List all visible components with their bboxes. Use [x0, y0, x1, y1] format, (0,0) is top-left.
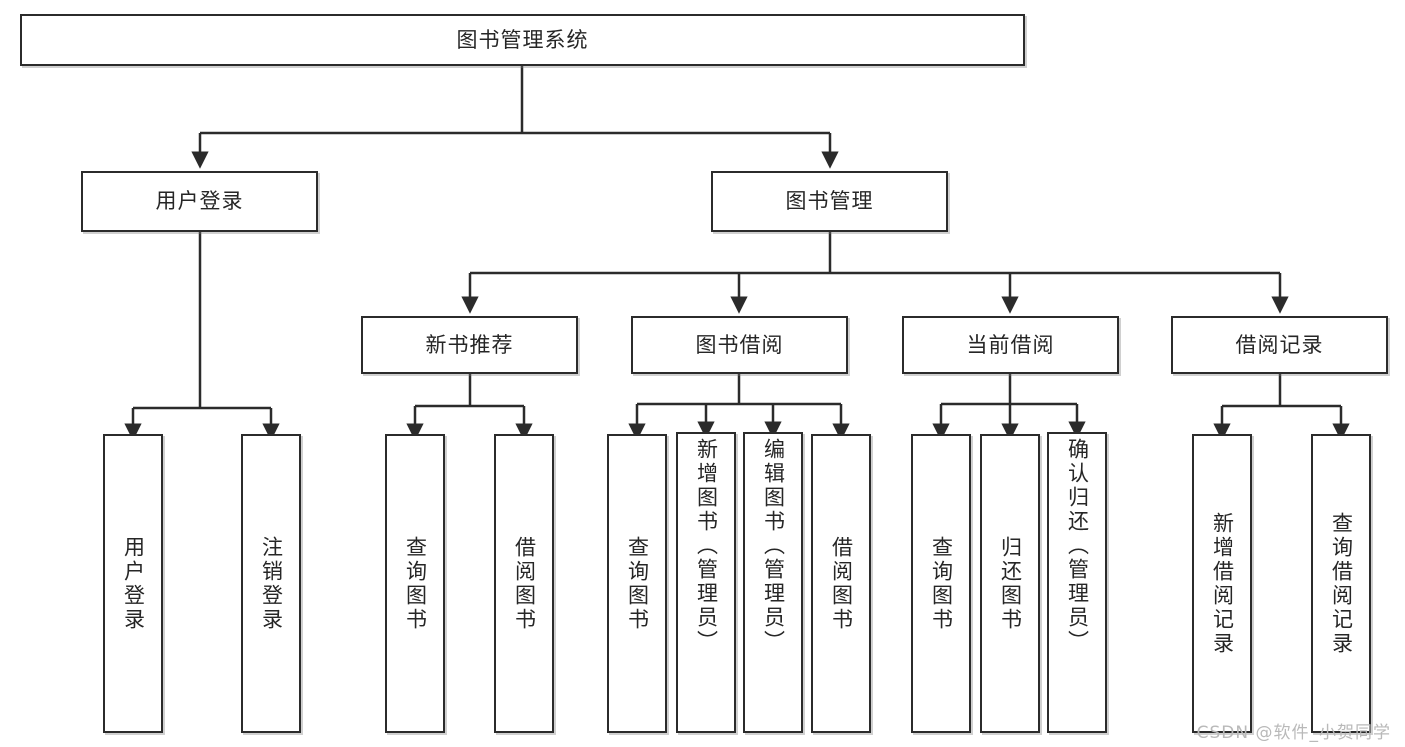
leaf-add-borrow-record-label: 新增借阅记录	[1210, 511, 1235, 656]
node-current-borrow[interactable]: 当前借阅	[902, 316, 1119, 374]
node-book-borrow[interactable]: 图书借阅	[631, 316, 848, 374]
node-user-login[interactable]: 用户登录	[81, 171, 318, 232]
node-root-label: 图书管理系统	[456, 27, 589, 52]
leaf-add-book-label: 新增图书（管理员）	[694, 438, 719, 654]
leaf-return-book[interactable]: 归还图书	[980, 434, 1040, 733]
node-new-book-recommend-label: 新书推荐	[425, 332, 514, 357]
node-book-manage-label: 图书管理	[785, 189, 874, 214]
leaf-edit-book[interactable]: 编辑图书（管理员）	[743, 432, 803, 733]
leaf-user-login-label: 用户登录	[121, 535, 146, 632]
node-book-manage[interactable]: 图书管理	[711, 171, 948, 232]
node-user-login-label: 用户登录	[155, 189, 244, 214]
leaf-logout-login[interactable]: 注销登录	[241, 434, 301, 733]
node-root[interactable]: 图书管理系统	[20, 14, 1025, 66]
leaf-query-book-borrow-label: 查询图书	[625, 535, 650, 632]
leaf-query-book-borrow[interactable]: 查询图书	[607, 434, 667, 733]
node-borrow-record-label: 借阅记录	[1235, 332, 1324, 357]
leaf-query-book-recommend-label: 查询图书	[403, 535, 428, 632]
leaf-query-borrow-record[interactable]: 查询借阅记录	[1311, 434, 1371, 733]
leaf-query-book-current[interactable]: 查询图书	[911, 434, 971, 733]
leaf-query-book-current-label: 查询图书	[929, 535, 954, 632]
leaf-return-book-label: 归还图书	[998, 535, 1023, 632]
leaf-edit-book-label: 编辑图书（管理员）	[761, 438, 786, 654]
leaf-user-login[interactable]: 用户登录	[103, 434, 163, 733]
node-borrow-record[interactable]: 借阅记录	[1171, 316, 1388, 374]
leaf-add-book[interactable]: 新增图书（管理员）	[676, 432, 736, 733]
csdn-watermark: CSDN @软件_小贺同学	[1196, 723, 1391, 743]
leaf-borrow-book[interactable]: 借阅图书	[811, 434, 871, 733]
leaf-logout-login-label: 注销登录	[259, 535, 284, 632]
leaf-borrow-book-label: 借阅图书	[829, 535, 854, 632]
leaf-borrow-book-recommend[interactable]: 借阅图书	[494, 434, 554, 733]
node-new-book-recommend[interactable]: 新书推荐	[361, 316, 578, 374]
leaf-confirm-return-label: 确认归还（管理员）	[1065, 438, 1090, 654]
node-book-borrow-label: 图书借阅	[695, 332, 784, 357]
leaf-confirm-return[interactable]: 确认归还（管理员）	[1047, 432, 1107, 733]
node-current-borrow-label: 当前借阅	[966, 332, 1055, 357]
leaf-query-borrow-record-label: 查询借阅记录	[1329, 511, 1354, 656]
leaf-borrow-book-recommend-label: 借阅图书	[512, 535, 537, 632]
leaf-query-book-recommend[interactable]: 查询图书	[385, 434, 445, 733]
leaf-add-borrow-record[interactable]: 新增借阅记录	[1192, 434, 1252, 733]
